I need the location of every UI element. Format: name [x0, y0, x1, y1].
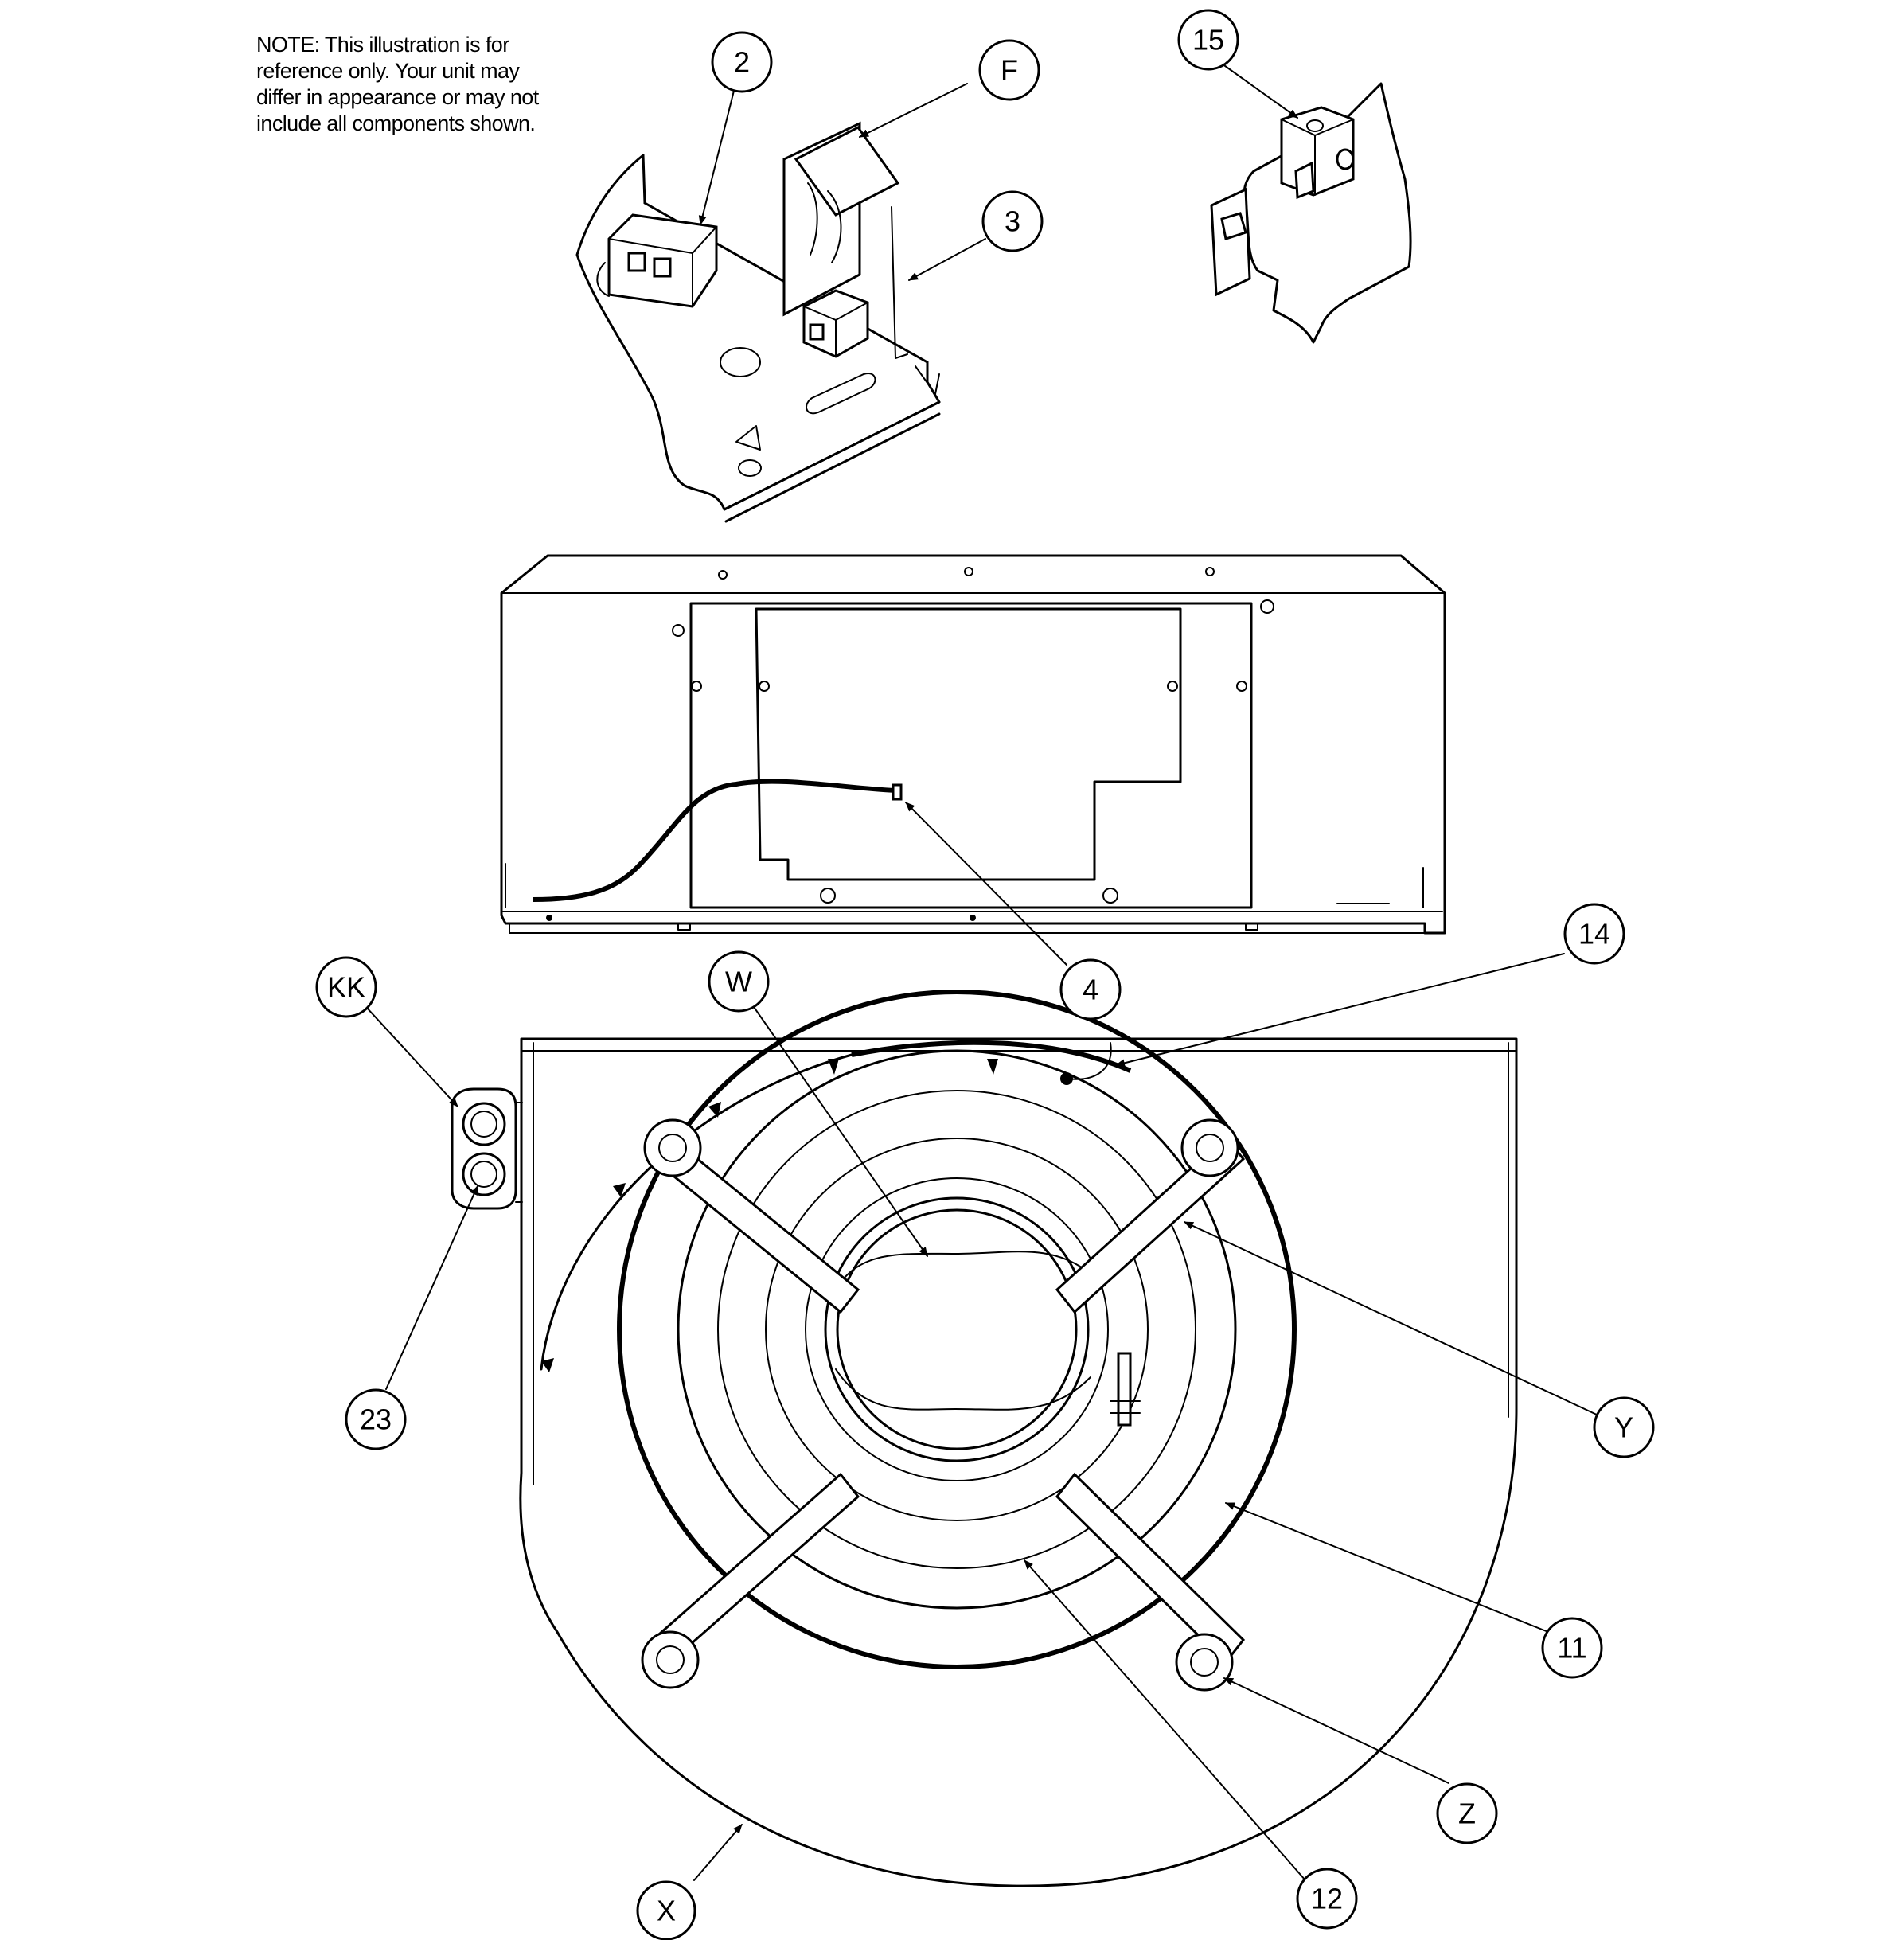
- leader-lines: [365, 63, 1599, 1881]
- callout-z: Z: [1436, 1782, 1498, 1844]
- callout-kk-label: KK: [327, 971, 365, 1004]
- callout-4: 4: [1059, 958, 1122, 1021]
- callout-2-label: 2: [734, 46, 750, 79]
- callout-kk: KK: [315, 956, 377, 1018]
- callout-23-label: 23: [360, 1403, 392, 1436]
- callout-14-label: 14: [1578, 918, 1610, 950]
- control-box-assembly: [575, 121, 941, 523]
- callout-f-label: F: [1001, 54, 1018, 87]
- callout-11: 11: [1541, 1617, 1603, 1679]
- callout-12: 12: [1296, 1868, 1358, 1930]
- callout-3-label: 3: [1005, 205, 1020, 238]
- callout-f: F: [978, 39, 1040, 101]
- callout-z-label: Z: [1458, 1798, 1476, 1830]
- ground-lug-assembly: [1210, 82, 1412, 344]
- callout-15-label: 15: [1192, 24, 1224, 57]
- note-line-1: NOTE: This illustration is for: [256, 33, 509, 57]
- blower-deck-panel: [500, 554, 1446, 935]
- callout-x: X: [636, 1880, 696, 1940]
- reference-note: NOTE: This illustration is for reference…: [256, 32, 622, 137]
- callout-4-label: 4: [1083, 974, 1098, 1006]
- terminal-block-kk: [451, 1087, 523, 1210]
- motor-mount-arms: [650, 1134, 1246, 1665]
- note-line-3: differ in appearance or may not: [256, 85, 539, 109]
- blower-assembly: [519, 990, 1518, 1887]
- callout-w-label: W: [725, 966, 752, 998]
- callout-2: 2: [711, 31, 773, 93]
- callout-y: Y: [1593, 1396, 1655, 1458]
- callout-11-label: 11: [1557, 1632, 1586, 1665]
- note-line-4: include all components shown.: [256, 111, 536, 135]
- callout-x-label: X: [657, 1895, 676, 1927]
- mount-grommets: [641, 1118, 1239, 1692]
- note-line-2: reference only. Your unit may: [256, 59, 520, 83]
- callout-23: 23: [345, 1388, 407, 1450]
- callout-3: 3: [981, 190, 1044, 252]
- callout-w: W: [708, 950, 770, 1013]
- callout-y-label: Y: [1614, 1411, 1633, 1444]
- callout-14: 14: [1563, 903, 1625, 965]
- callout-12-label: 12: [1311, 1883, 1343, 1915]
- callout-15: 15: [1177, 9, 1239, 71]
